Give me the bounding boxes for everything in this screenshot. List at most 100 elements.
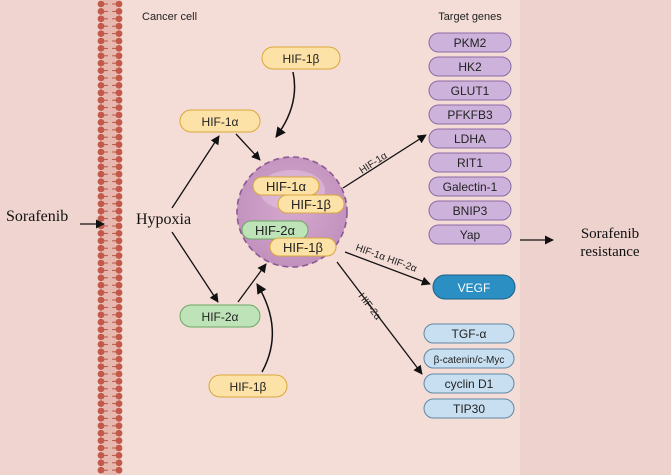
- lipid-head: [97, 111, 105, 119]
- gene-label: β-catenin/c-Myc: [434, 355, 505, 366]
- lipid-head: [115, 163, 123, 171]
- lipid-head: [97, 429, 105, 437]
- lipid-head: [115, 304, 123, 311]
- lipid-head: [97, 392, 105, 400]
- lipid-head: [97, 437, 105, 444]
- gene-pill: [428, 32, 512, 53]
- lipid-head: [115, 459, 123, 467]
- vegf-label: VEGF: [458, 281, 491, 295]
- lipid-head: [115, 378, 123, 385]
- lipid-head: [115, 178, 123, 186]
- gene-label: TGF-α: [452, 327, 487, 341]
- lipid-head: [97, 22, 105, 30]
- nucleus-hif2a-label: HIF-2α: [255, 223, 296, 238]
- nucleus-hif1b-2-label: HIF-1β: [283, 240, 323, 255]
- lipid-head: [115, 370, 123, 378]
- lipid-head: [115, 74, 123, 82]
- lipid-head: [115, 466, 123, 474]
- hif1a-upper-box: HIF-1α: [179, 109, 261, 133]
- lipid-head: [97, 281, 105, 289]
- lipid-head: [97, 459, 105, 467]
- hypoxia-to-hif1a-arrow: [171, 135, 220, 209]
- lipid-head: [115, 148, 123, 156]
- gene-label: PFKFB3: [447, 108, 493, 122]
- lipid-head: [115, 355, 123, 363]
- lipid-head: [115, 407, 123, 415]
- lipid-head: [97, 74, 105, 82]
- lipid-head: [97, 59, 105, 67]
- hif1b-bottom-curve-arrow: [256, 283, 273, 373]
- vegf-box: VEGF: [432, 274, 516, 300]
- lipid-head: [115, 415, 123, 422]
- sorafenib-label: Sorafenib: [6, 208, 68, 225]
- lipid-head: [97, 96, 105, 104]
- gene-item: PFKFB3: [428, 104, 512, 125]
- lipid-head: [115, 444, 123, 452]
- gene-pill: [428, 80, 512, 101]
- gene-pill: [428, 176, 512, 197]
- gene-label: TIP30: [453, 402, 485, 416]
- lipid-head: [97, 0, 105, 8]
- lipid-head: [97, 244, 105, 252]
- gene-pill: [428, 152, 512, 173]
- lipid-head: [97, 333, 105, 341]
- lipid-head: [97, 259, 105, 267]
- lipid-head: [97, 15, 105, 23]
- lipid-head: [97, 126, 105, 134]
- gene-item: LDHA: [428, 128, 512, 149]
- lipid-head: [115, 237, 123, 245]
- lipid-head: [115, 244, 123, 252]
- lipid-head: [115, 111, 123, 119]
- hif2a-lower-label: HIF-2α: [202, 310, 239, 324]
- lipid-head: [115, 156, 123, 163]
- gene-item: HK2: [428, 56, 512, 77]
- lipid-head: [115, 67, 123, 74]
- lipid-head: [115, 274, 123, 282]
- lipid-head: [115, 104, 123, 111]
- lipid-head: [115, 30, 123, 37]
- gene-label: GLUT1: [451, 84, 490, 98]
- lipid-head: [97, 304, 105, 311]
- lipid-head: [115, 392, 123, 400]
- lipid-head: [97, 156, 105, 163]
- lipid-head: [97, 37, 105, 45]
- gene-item: GLUT1: [428, 80, 512, 101]
- lipid-head: [115, 0, 123, 8]
- lipid-head: [97, 163, 105, 171]
- lipid-head: [115, 52, 123, 60]
- lipid-head: [97, 178, 105, 186]
- gene-item: TGF-α: [423, 323, 515, 344]
- lipid-head: [97, 274, 105, 282]
- lipid-head: [97, 200, 105, 208]
- resistance-label-line2: resistance: [580, 244, 639, 260]
- lipid-head: [97, 466, 105, 474]
- lipid-head: [97, 267, 105, 274]
- lipid-head: [97, 289, 105, 296]
- lipid-head: [97, 119, 105, 126]
- lipid-head: [115, 318, 123, 326]
- lipid-head: [115, 341, 123, 348]
- membrane-core: [103, 0, 117, 475]
- lipid-head: [97, 400, 105, 407]
- hif1a-target-genes: PKM2HK2GLUT1PFKFB3LDHARIT1Galectin-1BNIP…: [428, 32, 512, 245]
- nucleus-hif1a-box: HIF-1α: [252, 176, 320, 196]
- lipid-head: [97, 185, 105, 193]
- hif1b-top-box: HIF-1β: [261, 46, 341, 70]
- nucleus-hif1b-box: HIF-1β: [277, 194, 345, 214]
- hif1b-bottom-label: HIF-1β: [230, 380, 267, 394]
- lipid-head: [115, 15, 123, 23]
- lipid-head: [115, 326, 123, 333]
- gene-item: RIT1: [428, 152, 512, 173]
- lipid-head: [115, 59, 123, 67]
- lipid-head: [97, 207, 105, 215]
- hif1b-bottom-box: HIF-1β: [208, 374, 288, 398]
- gene-pill: [423, 398, 515, 419]
- lipid-head: [115, 141, 123, 149]
- lipid-head: [115, 267, 123, 274]
- gene-label: BNIP3: [453, 204, 488, 218]
- gene-item: TIP30: [423, 398, 515, 419]
- lipid-head: [97, 82, 105, 89]
- gene-item: cyclin D1: [423, 373, 515, 394]
- lipid-head: [97, 89, 105, 97]
